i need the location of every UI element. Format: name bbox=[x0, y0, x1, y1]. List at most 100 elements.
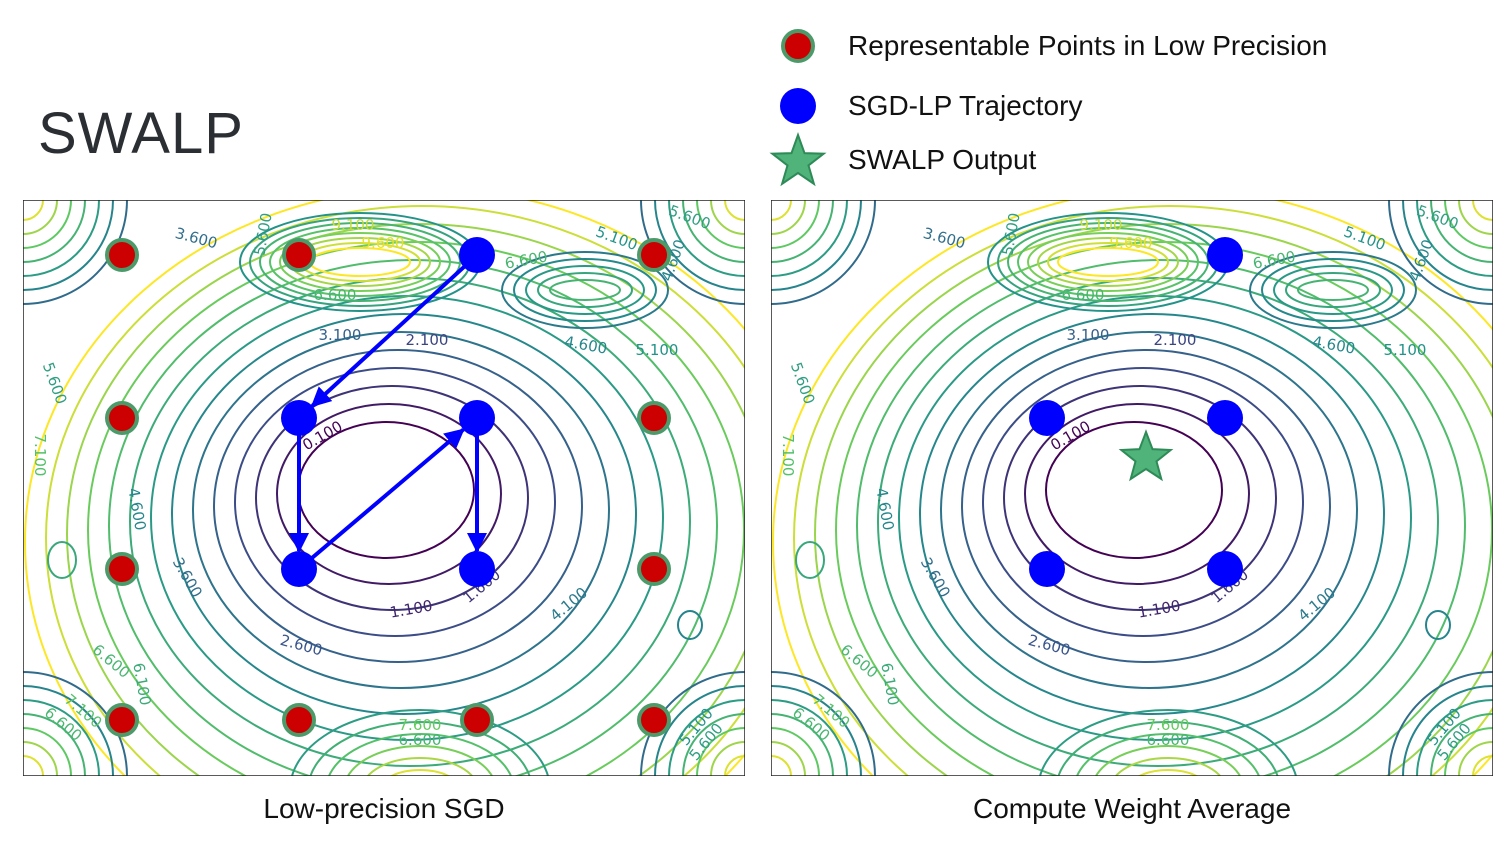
contour-line bbox=[255, 385, 529, 611]
contour-line bbox=[269, 227, 451, 297]
contour-line bbox=[1094, 745, 1242, 776]
representable-point bbox=[105, 552, 139, 586]
contour-line bbox=[525, 265, 645, 315]
contour-line bbox=[1057, 721, 1279, 776]
contour-line bbox=[1261, 258, 1405, 322]
representable-point bbox=[282, 238, 316, 272]
contour-label: 3.100 bbox=[319, 326, 362, 344]
contour-line bbox=[1017, 227, 1199, 297]
contour-label: 2.100 bbox=[406, 331, 449, 349]
contour-label: 6.600 bbox=[399, 731, 442, 749]
trajectory-point bbox=[459, 400, 495, 436]
contour-line bbox=[1038, 709, 1298, 776]
trajectory-point bbox=[1029, 551, 1065, 587]
representable-point bbox=[282, 703, 316, 737]
contour-line bbox=[1075, 733, 1261, 776]
trajectory-point bbox=[281, 551, 317, 587]
contour-line bbox=[537, 272, 633, 308]
contour-label: 6.600 bbox=[314, 286, 357, 304]
contour-line bbox=[795, 541, 825, 579]
trajectory-point bbox=[1207, 551, 1243, 587]
contour-label: 9.100 bbox=[1080, 216, 1123, 234]
contour-line bbox=[549, 279, 621, 301]
legend-swalp-output: SWALP Output bbox=[848, 144, 1037, 175]
contour-line bbox=[45, 205, 745, 776]
contour-line bbox=[1045, 421, 1223, 559]
contour-line bbox=[1027, 232, 1189, 292]
contour-line bbox=[24, 200, 745, 776]
contour-line bbox=[276, 403, 502, 585]
representable-point bbox=[637, 238, 671, 272]
contour-line bbox=[389, 769, 451, 776]
representable-point bbox=[105, 238, 139, 272]
contour-line bbox=[940, 331, 1358, 689]
representable-point bbox=[637, 703, 671, 737]
contour-label: 6.600 bbox=[1147, 731, 1190, 749]
contour-label: 6.600 bbox=[1062, 286, 1105, 304]
contour-line bbox=[1285, 272, 1381, 308]
representable-point bbox=[105, 703, 139, 737]
contour-line bbox=[366, 757, 474, 776]
contour-line bbox=[1273, 265, 1393, 315]
contour-line bbox=[1114, 757, 1222, 776]
contour-line bbox=[1037, 237, 1179, 287]
contour-line bbox=[213, 349, 583, 663]
contour-line bbox=[1024, 403, 1250, 585]
trajectory-arrow bbox=[309, 428, 465, 561]
contour-line bbox=[856, 259, 1466, 776]
contour-label: 3.100 bbox=[1067, 326, 1110, 344]
contour-label: 2.100 bbox=[1154, 331, 1197, 349]
green-star-icon bbox=[769, 132, 827, 187]
contour-label: 7.100 bbox=[31, 434, 49, 477]
swalp-output-star bbox=[1118, 429, 1174, 482]
trajectory-point bbox=[281, 400, 317, 436]
contour-line bbox=[677, 610, 703, 640]
contour-line bbox=[1057, 247, 1159, 277]
representable-point bbox=[637, 552, 671, 586]
caption-low-precision-sgd: Low-precision SGD bbox=[263, 793, 505, 824]
page-title: SWALP bbox=[38, 101, 244, 166]
contour-label: 7.100 bbox=[779, 434, 797, 477]
contour-line bbox=[327, 733, 513, 776]
contour-label: 9.600 bbox=[1110, 234, 1153, 252]
contour-line bbox=[501, 251, 669, 329]
contour-line bbox=[919, 313, 1385, 715]
contour-line bbox=[108, 259, 718, 776]
contour-line bbox=[171, 313, 637, 715]
contour-line bbox=[290, 709, 550, 776]
contour-line bbox=[793, 205, 1493, 776]
contour-line bbox=[961, 349, 1331, 663]
contour-line bbox=[1137, 769, 1199, 776]
blue-point-icon bbox=[780, 88, 816, 124]
contour-line bbox=[1047, 242, 1169, 282]
contour-line bbox=[259, 222, 461, 302]
contour-line bbox=[982, 367, 1304, 637]
contour-label: 5.100 bbox=[1384, 341, 1427, 359]
legend-representable-points: Representable Points in Low Precision bbox=[848, 30, 1328, 61]
contour-line bbox=[1249, 251, 1417, 329]
contour-line bbox=[234, 367, 556, 637]
contour-line bbox=[192, 331, 610, 689]
contour-label: 7.600 bbox=[1147, 716, 1190, 734]
contour-line bbox=[1007, 222, 1209, 302]
contour-label: 7.600 bbox=[399, 716, 442, 734]
contour-line bbox=[1297, 279, 1369, 301]
trajectory-arrow bbox=[310, 264, 467, 408]
trajectory-point bbox=[459, 551, 495, 587]
representable-point bbox=[105, 401, 139, 435]
representable-point bbox=[460, 703, 494, 737]
contour-label: 9.100 bbox=[332, 216, 375, 234]
trajectory-point bbox=[1207, 400, 1243, 436]
red-point-icon bbox=[781, 29, 815, 63]
representable-point bbox=[637, 401, 671, 435]
contour-line bbox=[513, 258, 657, 322]
contour-line bbox=[1003, 385, 1277, 611]
contour-line bbox=[772, 200, 1493, 776]
contour-line bbox=[47, 541, 77, 579]
contour-label: 5.100 bbox=[636, 341, 679, 359]
trajectory-point bbox=[459, 237, 495, 273]
trajectory-point bbox=[1029, 400, 1065, 436]
